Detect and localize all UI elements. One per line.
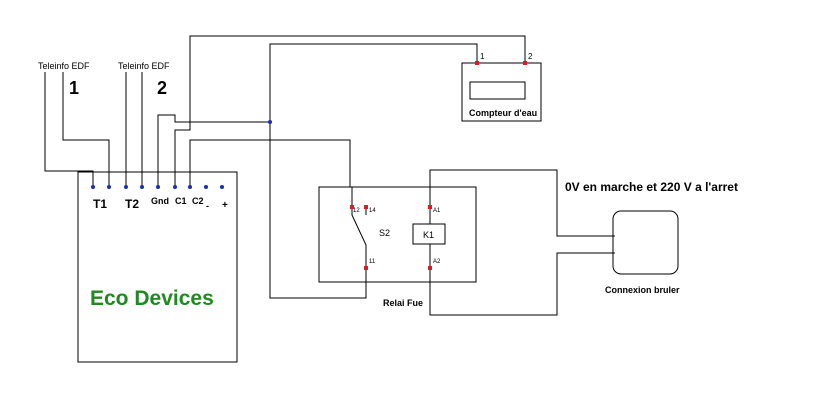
terminal-dot-t2-b	[140, 185, 144, 189]
coil-wire-a2	[429, 252, 615, 316]
coil-k1	[412, 223, 446, 245]
relai-pin-a1	[428, 205, 432, 209]
c2-wire	[189, 139, 353, 207]
coil-k1-label: K1	[423, 230, 434, 240]
coil-wire-a1	[429, 169, 615, 237]
gnd-wire	[157, 114, 270, 187]
compteur-label: Compteur d'eau	[469, 108, 537, 118]
compteur-display	[469, 81, 526, 100]
relai-pin-11-label: 11	[369, 259, 376, 265]
pin-label-plus: +	[222, 200, 228, 211]
relai-pin-a2	[428, 266, 432, 270]
terminal-dot-plus	[220, 185, 224, 189]
pin-label-c2-minus: -	[206, 201, 209, 211]
bruleur-label: Connexion bruler	[605, 285, 680, 295]
pin-label-c2: C2	[192, 196, 204, 206]
voltage-annotation: 0V en marche et 220 V a l'arret	[565, 180, 738, 194]
teleinfo-1-label: Teleinfo EDF	[38, 61, 90, 71]
compteur-pin-2-label: 2	[528, 52, 533, 61]
teleinfo-2-label: Teleinfo EDF	[118, 61, 170, 71]
teleinfo-2-number: 2	[157, 78, 167, 98]
compteur-pin-1-label: 1	[480, 52, 485, 61]
relai-pin-14-label: 14	[369, 208, 376, 214]
teleinfo-1-wire-a	[44, 72, 94, 187]
terminal-dot-t2-a	[124, 185, 128, 189]
junction-dot	[268, 120, 272, 124]
relai-pin-a2-label: A2	[433, 259, 441, 265]
compteur-pin-1	[475, 61, 479, 65]
compteur-pin-2	[523, 61, 527, 65]
pin-label-gnd: Gnd	[151, 196, 169, 206]
terminal-dot-t1-b	[107, 185, 111, 189]
teleinfo-1-number: 1	[69, 78, 79, 98]
terminal-dot-gnd	[156, 185, 160, 189]
compteur-box	[461, 62, 542, 122]
eco-devices-title: Eco Devices	[90, 287, 214, 310]
switch-s2-label: S2	[379, 228, 390, 238]
switch-s2	[351, 207, 367, 268]
relai-box	[318, 186, 477, 283]
terminal-dot-t1-a	[91, 185, 95, 189]
pin-label-t1: T1	[93, 197, 107, 211]
c1-wire	[174, 35, 526, 187]
pin-label-t2: T2	[125, 197, 139, 211]
relai-pin-12	[350, 205, 354, 209]
relai-pin-12-label: 12	[353, 208, 360, 214]
relai-pin-14	[364, 205, 368, 209]
terminal-dot-c1	[173, 185, 177, 189]
relai-pin-a1-label: A1	[433, 208, 441, 214]
relai-pin-11	[364, 266, 368, 270]
pin-label-c1: C1	[175, 196, 187, 206]
junction-bus	[269, 43, 478, 299]
bruleur-box	[612, 210, 679, 275]
teleinfo-1-wire-b	[62, 72, 110, 187]
terminal-dot-c2	[188, 185, 192, 189]
relai-label: Relai Fue	[383, 298, 423, 308]
terminal-dot-c2-minus	[204, 185, 208, 189]
